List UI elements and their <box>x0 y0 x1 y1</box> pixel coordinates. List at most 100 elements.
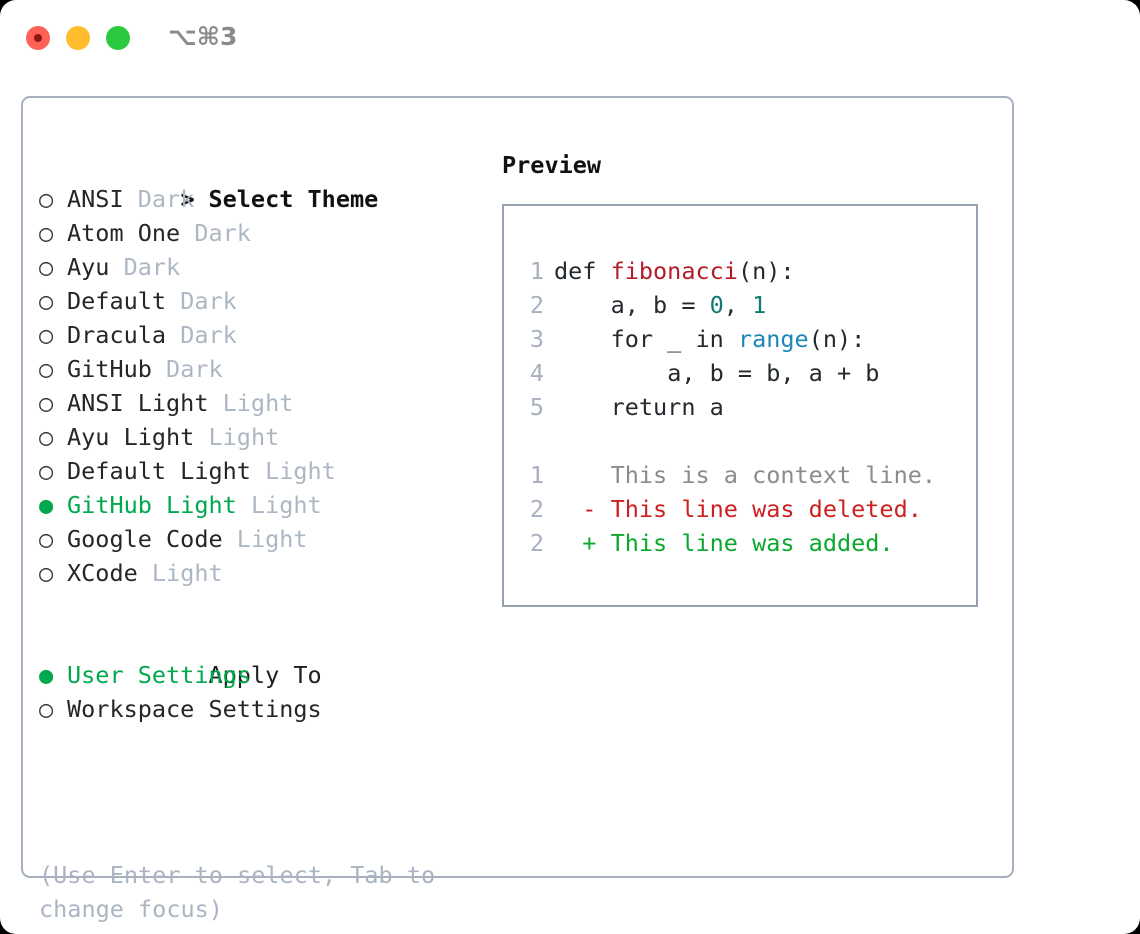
theme-variant-badge: Light <box>236 525 308 553</box>
apply-to-list: ●User Settings○Workspace Settings <box>39 658 479 726</box>
diff-gap <box>554 495 582 523</box>
list-spacer <box>39 590 479 624</box>
minimize-window-icon[interactable] <box>66 26 90 50</box>
apply-to-item-label: Workspace Settings <box>67 695 322 723</box>
theme-item[interactable]: ●GitHub Light Light <box>39 488 479 522</box>
theme-item-label: Google Code <box>67 525 223 553</box>
diff-line: 2 + This line was added. <box>504 526 976 560</box>
code-token: 0 <box>709 291 724 319</box>
line-number: 4 <box>529 359 544 387</box>
theme-variant-badge: Dark <box>180 321 237 349</box>
theme-item-label: Dracula <box>67 321 167 349</box>
diff-text: This line was added. <box>610 529 894 557</box>
label-badge-gap <box>166 287 180 315</box>
diff-sign-gap <box>596 495 610 523</box>
theme-item[interactable]: ○Ayu Light Light <box>39 420 479 454</box>
close-window-icon[interactable] <box>26 26 50 50</box>
label-badge-gap <box>124 185 138 213</box>
diff-gap <box>554 529 582 557</box>
theme-item[interactable]: ○ GitHub Dark <box>39 352 479 386</box>
theme-item[interactable]: ○ ANSI Light Light <box>39 386 479 420</box>
theme-list: ○ANSI Dark○Atom One Dark○Ayu Dark○Defaul… <box>39 182 479 590</box>
apply-to-item[interactable]: ○Workspace Settings <box>39 692 479 726</box>
code-indent <box>554 393 611 421</box>
code-token: a, b = <box>610 291 710 319</box>
theme-selection-column: >Select Theme ○ANSI Dark○Atom One Dark○A… <box>39 148 479 726</box>
theme-item-label: Default <box>67 287 167 315</box>
theme-variant-badge: Dark <box>166 355 223 383</box>
theme-variant-badge: Light <box>265 457 336 485</box>
diff-text: This line was deleted. <box>610 495 922 523</box>
theme-item[interactable]: ○ Google Code Light <box>39 522 479 556</box>
label-badge-gap <box>166 321 180 349</box>
apply-to-header-label: Apply To <box>208 661 322 689</box>
radio-unselected-icon: ○ <box>39 423 54 451</box>
label-badge-gap <box>109 253 123 281</box>
theme-item[interactable]: ○ANSI Dark <box>39 182 479 216</box>
theme-item-label: Ayu <box>67 253 110 281</box>
code-blank-line <box>504 424 976 458</box>
theme-item-label: Atom One <box>67 219 181 247</box>
apply-to-header: Apply To <box>39 624 479 689</box>
label-badge-gap <box>251 457 265 485</box>
code-token: (n): <box>737 257 795 285</box>
apply-to-item[interactable]: ●User Settings <box>39 658 479 692</box>
main-panel: >Select Theme ○ANSI Dark○Atom One Dark○A… <box>21 96 1014 923</box>
theme-variant-badge: Dark <box>123 253 181 281</box>
code-token: range <box>737 325 809 353</box>
theme-item[interactable]: ○Default Dark <box>39 284 479 318</box>
theme-item-label: Default Light <box>67 457 251 485</box>
radio-unselected-icon: ○ <box>39 321 54 349</box>
keyboard-shortcut-label: ⌥⌘3 <box>168 22 238 51</box>
diff-line: 2 - This line was deleted. <box>504 492 976 526</box>
line-number: 2 <box>529 495 544 523</box>
theme-variant-badge: Dark <box>194 219 251 247</box>
theme-item[interactable]: ○ Dracula Dark <box>39 318 479 352</box>
theme-variant-badge: Dark <box>180 287 237 315</box>
line-number: 5 <box>529 393 544 421</box>
traffic-lights <box>26 26 130 50</box>
radio-unselected-icon: ○ <box>39 525 54 553</box>
code-token: def <box>554 257 611 285</box>
title-bar: ⌥⌘3 <box>0 0 1140 78</box>
code-token: , <box>723 291 753 319</box>
code-token: for _ in <box>610 325 738 353</box>
radio-unselected-icon: ○ <box>39 355 54 383</box>
radio-unselected-icon: ○ <box>39 389 54 417</box>
theme-item[interactable]: ○Default Light Light <box>39 454 479 488</box>
theme-item-label: ANSI <box>67 185 124 213</box>
diff-sign <box>582 461 596 489</box>
label-badge-gap <box>180 219 194 247</box>
theme-item-label: ANSI Light <box>67 389 209 417</box>
label-badge-gap <box>208 389 222 417</box>
theme-item-label: GitHub <box>67 355 152 383</box>
apply-to-item-label: User Settings <box>67 661 251 689</box>
theme-item[interactable]: ○Atom One Dark <box>39 216 479 250</box>
code-line: 5 return a <box>504 390 976 424</box>
line-number: 2 <box>529 529 544 557</box>
theme-item-label: GitHub Light <box>67 491 237 519</box>
maximize-window-icon[interactable] <box>106 26 130 50</box>
theme-item[interactable]: ○XCode Light <box>39 556 479 590</box>
code-indent <box>554 291 611 319</box>
code-line: 2 a, b = 0, 1 <box>504 288 976 322</box>
line-number: 3 <box>529 325 544 353</box>
code-token: a, b = b, a + b <box>667 359 880 387</box>
label-badge-gap <box>223 525 237 553</box>
diff-text: This is a context line. <box>610 461 937 489</box>
select-theme-header-label: Select Theme <box>208 185 379 213</box>
label-badge-gap <box>138 559 152 587</box>
diff-sign-gap <box>596 529 610 557</box>
code-line: 4 a, b = b, a + b <box>504 356 976 390</box>
radio-unselected-icon: ○ <box>39 253 54 281</box>
diff-sign-gap <box>596 461 610 489</box>
theme-item[interactable]: ○ Ayu Dark <box>39 250 479 284</box>
theme-variant-badge: Dark <box>137 185 195 213</box>
line-number: 2 <box>529 291 544 319</box>
code-line: 3 for _ in range(n): <box>504 322 976 356</box>
label-badge-gap <box>152 355 166 383</box>
theme-variant-badge: Light <box>222 389 294 417</box>
code-token: return a <box>610 393 724 421</box>
